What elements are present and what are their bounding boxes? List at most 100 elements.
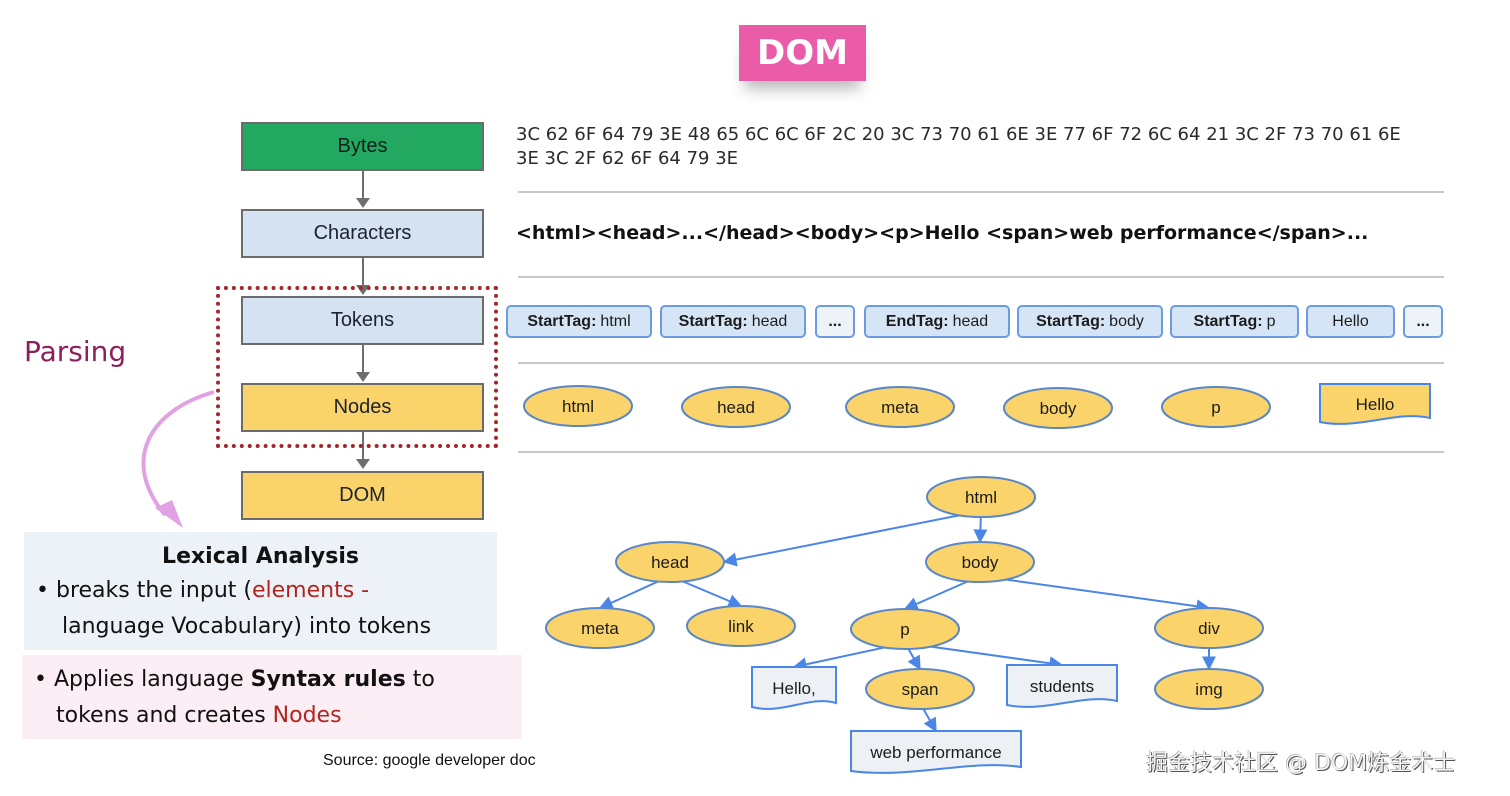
node-meta: meta [845,386,955,428]
node-hello: Hello [1319,383,1431,425]
node-p: p [1161,386,1271,428]
arrow-down-icon [356,285,370,295]
syntax-analysis-box: • Applies language Syntax rules to token… [22,655,522,739]
lexical-highlight: elements - [252,578,370,603]
element-node-shape [926,476,1036,518]
tree-edge-body-div [979,575,1211,614]
element-node-shape [681,386,791,428]
node-label: students [1030,677,1094,696]
token-value: ... [828,312,842,330]
pipeline-connector [362,345,364,373]
syntax-bold: Syntax rules [250,667,406,692]
element-node-shape [865,668,975,710]
token-chip: Hello [1306,305,1395,338]
token-kind: StartTag: [527,312,597,330]
node-hello: Hello, [751,666,837,710]
node-label: body [962,553,999,572]
bytes-hex-text: 3C 62 6F 64 79 3E 48 65 6C 6C 6F 2C 20 3… [516,124,1401,169]
lexical-line1: breaks the input ( [55,578,252,603]
token-value: p [1266,312,1276,330]
node-label: p [900,620,909,639]
text-node-shape [751,666,837,710]
lexical-title: Lexical Analysis [162,544,359,569]
node-label: img [1195,680,1222,699]
divider [518,451,1444,453]
token-kind: StartTag: [678,312,748,330]
arrow-down-icon [356,459,370,469]
token-chip: StartTag:p [1170,305,1299,338]
token-chip-ellipsis: ... [815,305,855,338]
stage-tokens: Tokens [241,296,484,345]
element-node-shape [1161,386,1271,428]
element-node-shape [1154,607,1264,649]
node-label: head [651,553,689,572]
arrow-down-icon [356,198,370,208]
node-html: html [523,385,633,427]
token-value: Hello [1332,312,1369,330]
token-value: body [1109,312,1144,330]
arrow-down-icon [356,372,370,382]
token-value: html [600,312,631,330]
syntax-highlight: Nodes [272,703,342,728]
token-chip: StartTag:body [1017,305,1163,338]
node-label: web performance [869,743,1001,762]
characters-text: <html><head>...</head><body><p>Hello <sp… [516,222,1369,244]
element-node-shape [1154,668,1264,710]
syntax-suffix: to [405,667,435,692]
divider [518,362,1444,364]
node-head: head [615,541,725,583]
lexical-line2: language Vocabulary) into tokens [62,614,432,639]
title-badge: DOM [739,25,866,81]
bullet-icon: • [34,667,54,692]
node-html: html [926,476,1036,518]
node-label: span [902,680,939,699]
token-chip: StartTag:html [506,305,652,338]
node-label: html [965,488,997,507]
node-label: meta [881,398,919,417]
stage-dom: DOM [241,471,484,520]
source-caption: Source: google developer doc [323,752,536,769]
node-p: p [850,608,960,650]
lexical-bullet: • breaks the input (elements - [36,578,369,603]
text-node-shape [1006,664,1118,708]
node-label: body [1040,399,1077,418]
node-students: students [1006,664,1118,708]
pipeline-connector [362,171,364,199]
syntax-line2-text: tokens and creates [56,703,273,728]
node-label: Hello, [772,679,815,698]
node-label: p [1211,398,1220,417]
stage-bytes: Bytes [241,122,484,171]
node-body: body [1003,387,1113,429]
element-node-shape [850,608,960,650]
token-value: head [952,312,989,330]
element-node-shape [845,386,955,428]
pipeline-connector [362,258,364,286]
parsing-label: Parsing [24,335,127,368]
text-node-shape [850,730,1022,774]
token-chip: EndTag:head [864,305,1010,338]
token-chip: StartTag:head [660,305,806,338]
element-node-shape [615,541,725,583]
syntax-line2: tokens and creates Nodes [56,703,342,728]
node-body: body [925,541,1035,583]
token-kind: StartTag: [1036,312,1106,330]
node-label: html [562,397,594,416]
node-img: img [1154,668,1264,710]
node-link: link [686,605,796,647]
divider [518,276,1444,278]
node-webperformance: web performance [850,730,1022,774]
node-span: span [865,668,975,710]
element-node-shape [545,607,655,649]
watermark: 掘金技术社区 @ DOM炼金术士 [1146,751,1456,776]
token-kind: EndTag: [885,312,949,330]
lexical-analysis-box: Lexical Analysis • breaks the input (ele… [24,532,497,650]
tree-edge-html-head [722,510,982,567]
node-label: meta [581,619,619,638]
syntax-bullet: • Applies language Syntax rules to [34,667,435,692]
node-head: head [681,386,791,428]
syntax-line1: Applies language [53,667,251,692]
node-div: div [1154,607,1264,649]
stage-nodes: Nodes [241,383,484,432]
element-node-shape [925,541,1035,583]
token-value: ... [1416,312,1430,330]
